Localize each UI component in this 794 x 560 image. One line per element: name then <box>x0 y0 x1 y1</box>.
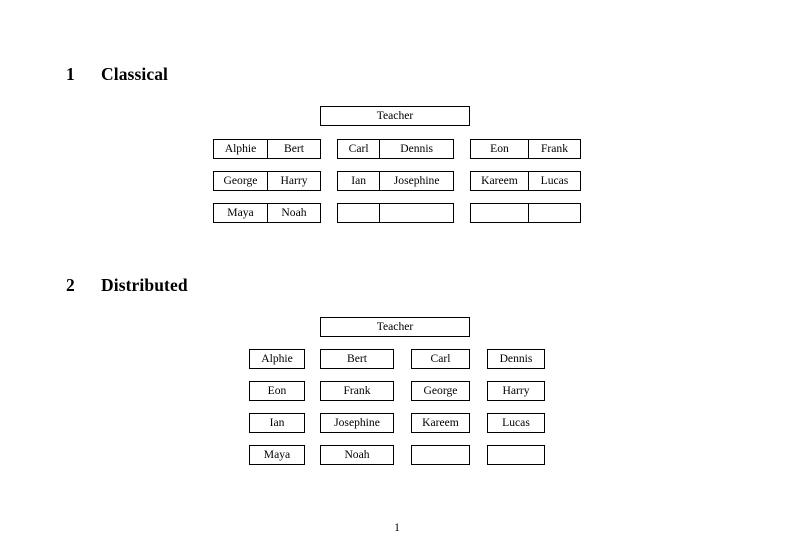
distributed-teacher-box: Teacher <box>320 317 470 337</box>
distributed-cell: Josephine <box>320 413 394 433</box>
classical-cell: Harry <box>266 172 320 190</box>
distributed-cell: Bert <box>320 349 394 369</box>
section-title-classical: Classical <box>101 64 169 84</box>
classical-group2-row2: Ian Josephine <box>337 171 454 191</box>
classical-cell: Dennis <box>379 140 453 158</box>
distributed-cell: Dennis <box>487 349 545 369</box>
distributed-cell: Alphie <box>249 349 305 369</box>
distributed-cell: Carl <box>411 349 470 369</box>
page-number: 1 <box>394 521 400 534</box>
classical-group3-row2: Kareem Lucas <box>470 171 581 191</box>
classical-cell: Noah <box>266 204 320 222</box>
classical-group1-row2: George Harry <box>213 171 321 191</box>
classical-teacher-box: Teacher <box>320 106 470 126</box>
distributed-cell <box>411 445 470 465</box>
distributed-cell: Frank <box>320 381 394 401</box>
distributed-cell: Harry <box>487 381 545 401</box>
classical-cell <box>379 204 453 222</box>
classical-group1-row1: Alphie Bert <box>213 139 321 159</box>
distributed-cell: George <box>411 381 470 401</box>
classical-cell: Bert <box>266 140 320 158</box>
classical-cell: Maya <box>227 206 254 220</box>
classical-cell <box>471 204 528 222</box>
classical-cell <box>338 204 379 222</box>
classical-cell: Alphie <box>224 142 257 156</box>
distributed-cell: Maya <box>249 445 305 465</box>
section-number-1: 1 <box>66 64 75 84</box>
distributed-cell <box>487 445 545 465</box>
classical-group3-row1: Eon Frank <box>470 139 581 159</box>
classical-group2-row1: Carl Dennis <box>337 139 454 159</box>
classical-group3-row3 <box>470 203 581 223</box>
section-number-2: 2 <box>66 275 75 295</box>
distributed-cell: Noah <box>320 445 394 465</box>
distributed-cell: Lucas <box>487 413 545 433</box>
classical-cell: Frank <box>527 140 580 158</box>
classical-cell: George <box>223 174 258 188</box>
classical-cell: Josephine <box>379 172 453 190</box>
classical-cell: Kareem <box>481 174 518 188</box>
classical-group2-row3 <box>337 203 454 223</box>
distributed-cell: Eon <box>249 381 305 401</box>
classical-cell: Ian <box>351 174 367 188</box>
classical-cell <box>527 204 580 222</box>
distributed-cell: Kareem <box>411 413 470 433</box>
classical-cell: Carl <box>348 142 369 156</box>
section-title-distributed: Distributed <box>101 275 188 295</box>
distributed-cell: Ian <box>249 413 305 433</box>
classical-group1-row3: Maya Noah <box>213 203 321 223</box>
classical-cell: Lucas <box>527 172 580 190</box>
classical-cell: Eon <box>490 142 509 156</box>
